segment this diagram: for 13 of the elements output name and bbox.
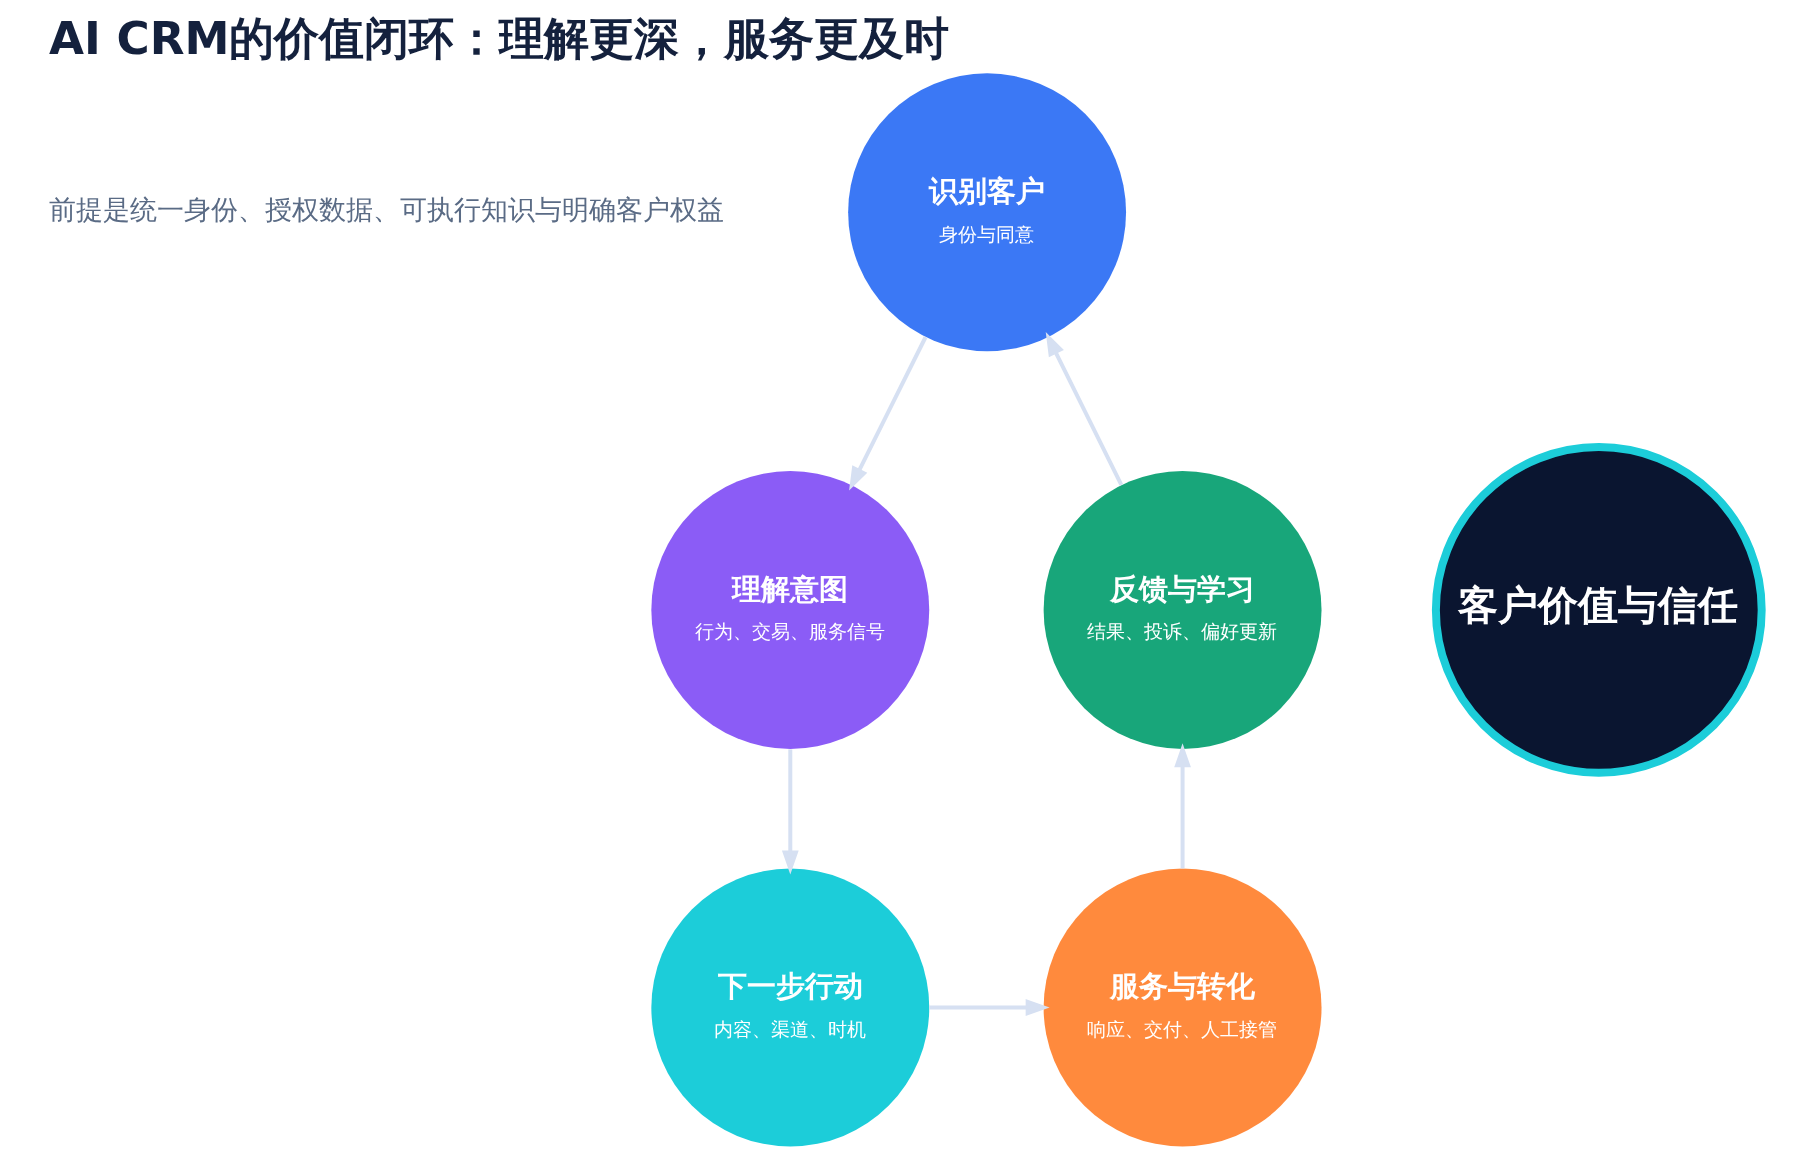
node-circle: 理解意图 行为、交易、服务信号 [651,470,930,749]
node-circle: 下一步行动 内容、渠道、时机 [651,868,930,1147]
node-circle: 识别客户 身份与同意 [848,73,1127,352]
arrow [849,336,928,491]
arrow [781,749,799,875]
arrow [929,999,1050,1016]
arrow [1045,332,1124,486]
node-circle: 反馈与学习 结果、投诉、偏好更新 [1043,470,1322,749]
label: 前提是统一身份、授权数据、可执行知识与明确客户权益 [48,193,724,225]
diagram-title: AI CRM的价值闭环：理解更深，服务更及时 [48,11,950,65]
node-circle: 客户价值与信任 [1431,443,1766,777]
arrow [1174,743,1191,869]
node-circle: 服务与转化 响应、交付、人工接管 [1043,868,1322,1147]
